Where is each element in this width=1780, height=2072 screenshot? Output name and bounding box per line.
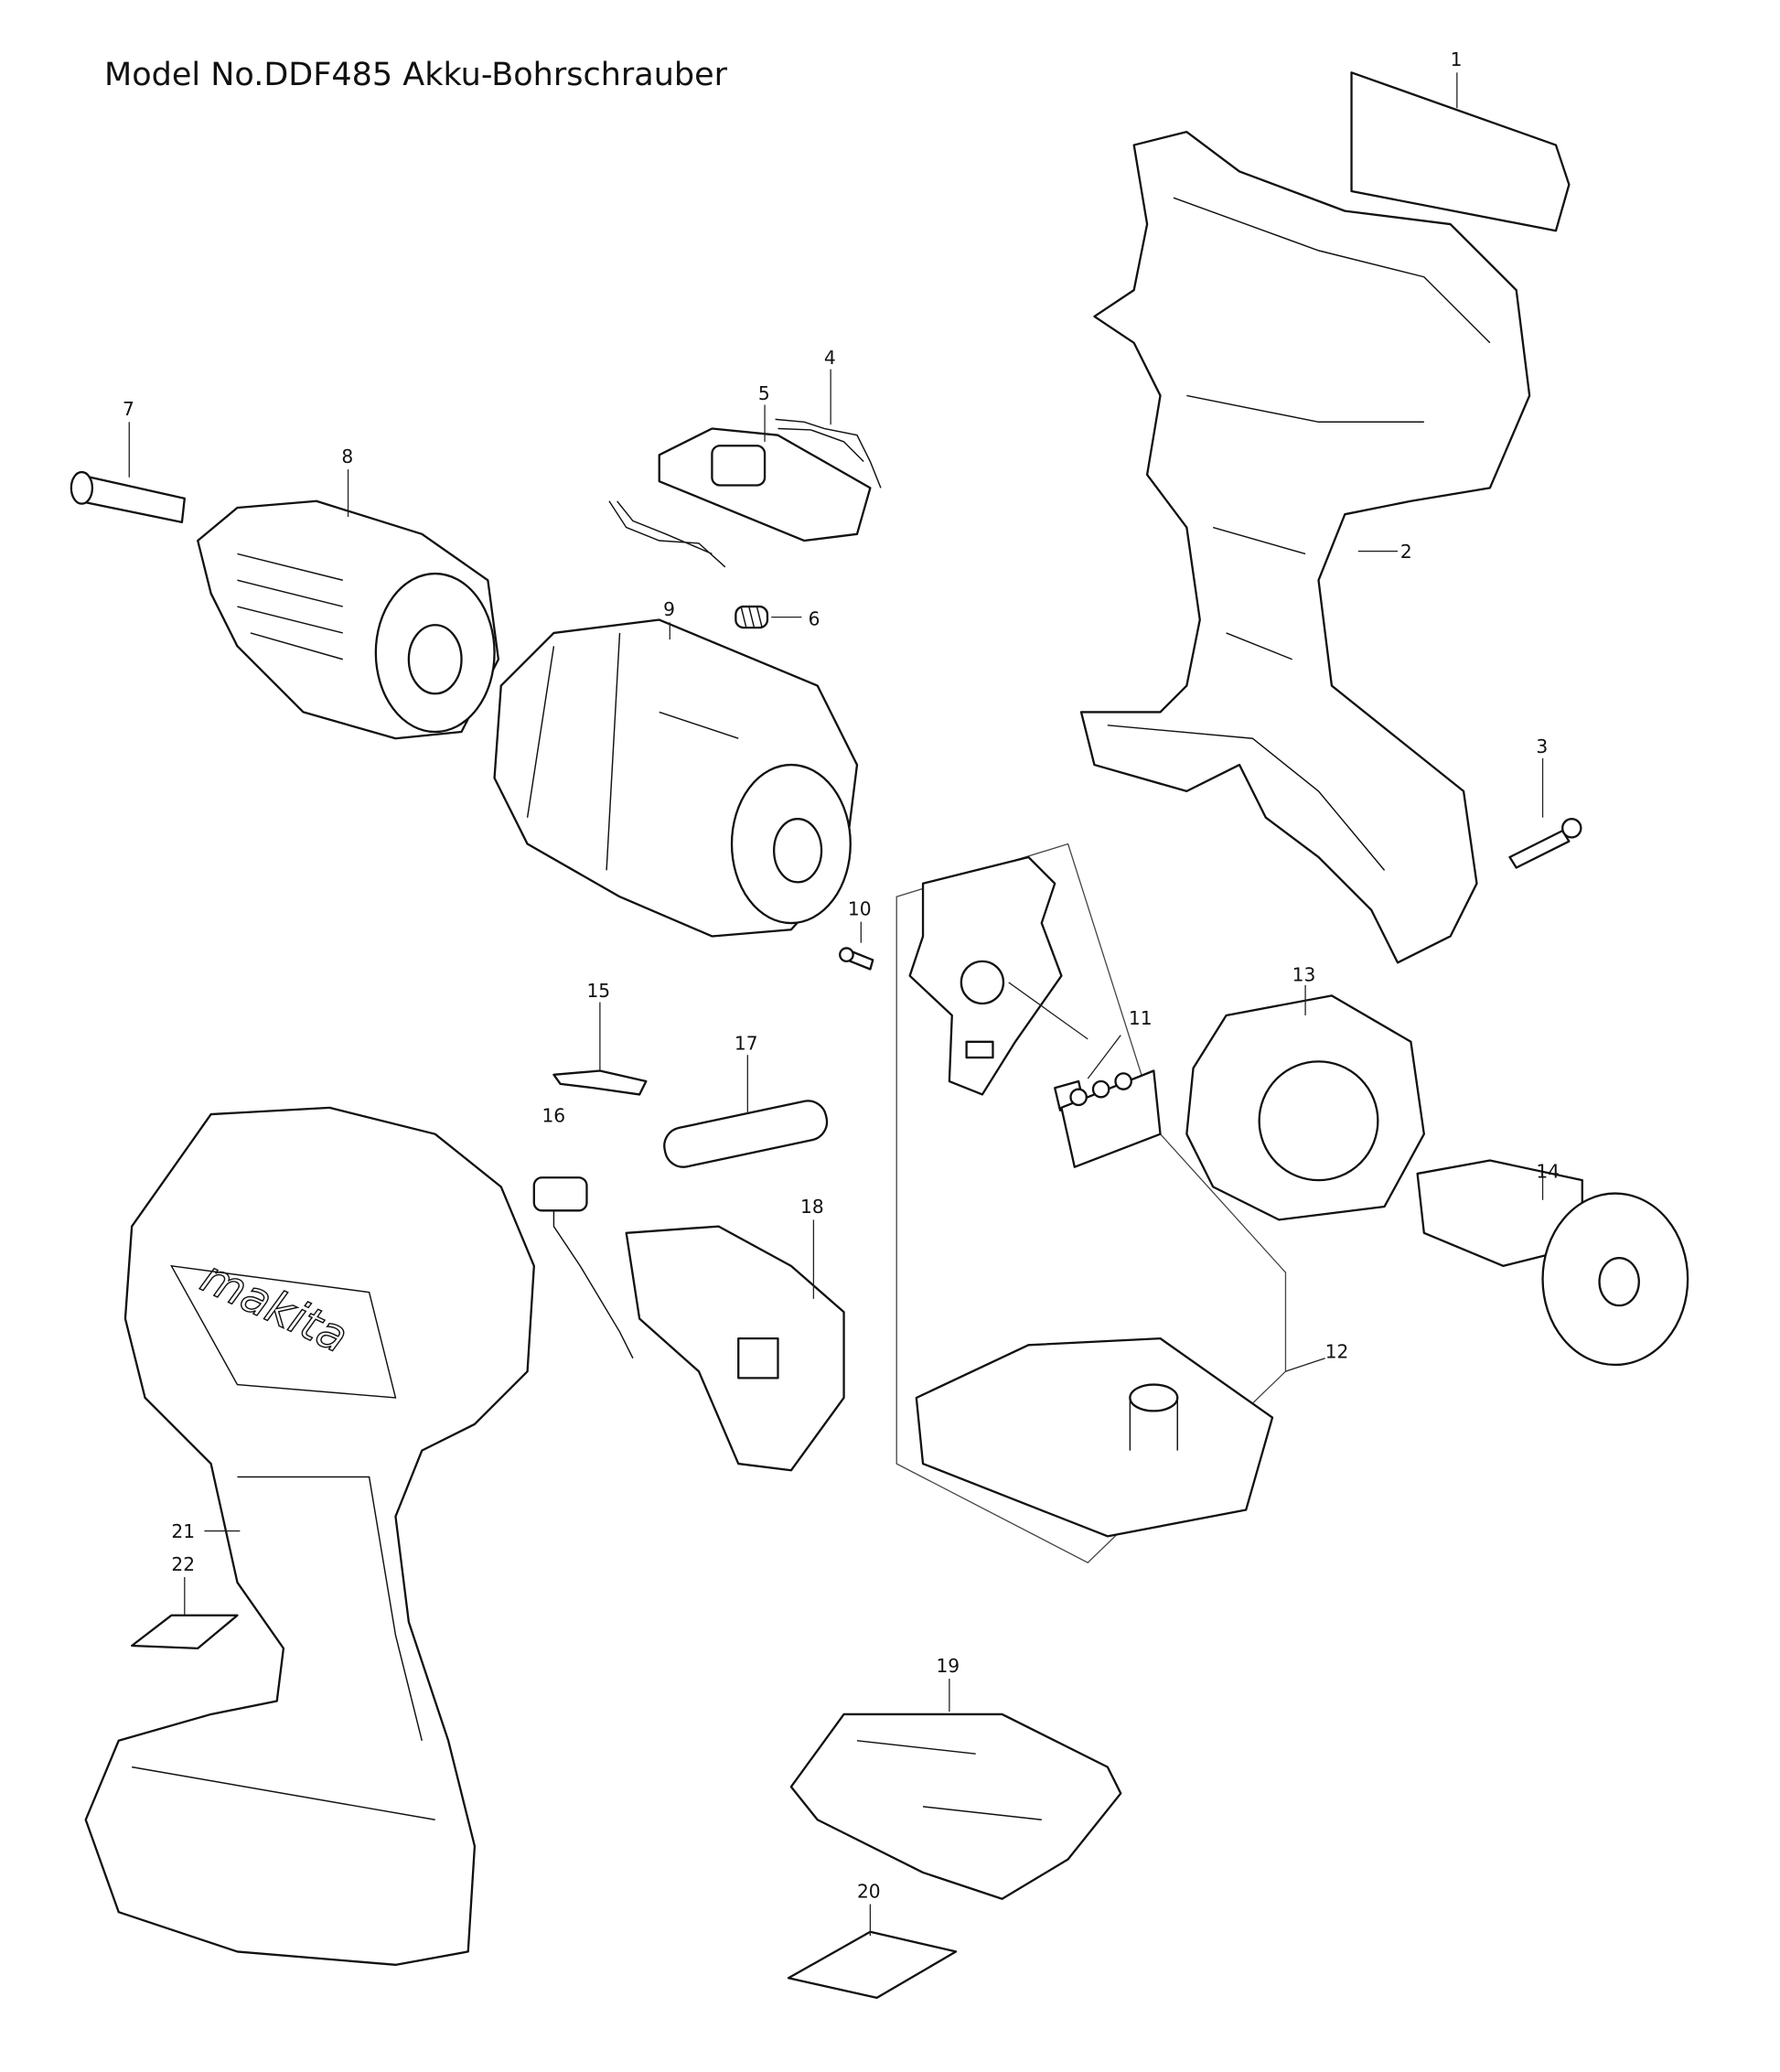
part-18-switch xyxy=(625,1225,845,1472)
callout-20: 20 xyxy=(857,1880,881,1902)
diagram-title: Model No.DDF485 Akku-Bohrschrauber xyxy=(104,57,728,93)
callout-15: 15 xyxy=(586,980,610,1002)
part-2-housing-right xyxy=(1079,130,1531,964)
part-15-16-contact xyxy=(552,1069,648,1096)
callout-17: 17 xyxy=(735,1032,758,1054)
callout-22: 22 xyxy=(171,1553,195,1575)
callout-1: 1 xyxy=(1451,48,1463,70)
part-21-housing-left xyxy=(84,1106,535,1966)
callout-10: 10 xyxy=(848,897,872,919)
callout-19: 19 xyxy=(936,1655,960,1677)
callout-2: 2 xyxy=(1400,541,1412,563)
callout-4: 4 xyxy=(824,347,836,369)
part-22-label xyxy=(130,1614,239,1650)
callout-14: 14 xyxy=(1536,1160,1560,1182)
callout-5: 5 xyxy=(758,382,770,404)
callout-7: 7 xyxy=(123,398,134,420)
part-4-leaf-spring xyxy=(775,418,882,488)
callout-3: 3 xyxy=(1536,735,1548,757)
part-12-group-outline xyxy=(895,843,1287,1563)
callout-11: 11 xyxy=(1129,1007,1153,1029)
part-7-bolt xyxy=(78,473,186,523)
part-3-screw xyxy=(1508,829,1571,869)
part-20-label xyxy=(787,1930,958,2000)
callout-8: 8 xyxy=(341,446,353,467)
callout-18: 18 xyxy=(800,1196,824,1218)
callout-13: 13 xyxy=(1292,963,1316,985)
callout-16: 16 xyxy=(542,1105,565,1127)
callout-12: 12 xyxy=(1325,1341,1349,1363)
part-1-label xyxy=(1350,71,1571,232)
part-12-controller-board xyxy=(915,1337,1274,1538)
part-19-battery-terminal xyxy=(789,1712,1122,1900)
callout-6: 6 xyxy=(809,607,820,629)
part-5-switch-plate xyxy=(658,427,872,542)
callout-21: 21 xyxy=(171,1520,195,1542)
callout-9: 9 xyxy=(663,598,675,620)
part-17-lever xyxy=(663,1100,829,1168)
